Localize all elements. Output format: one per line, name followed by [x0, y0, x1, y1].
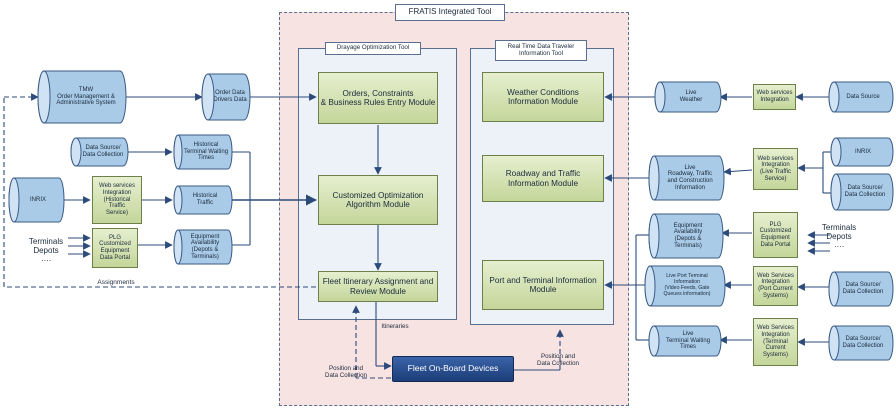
- port-terminal-module: Port and Terminal Information Module: [482, 260, 604, 310]
- inrix-left: INRIX: [29, 196, 46, 203]
- plg-equipment-portal-left: PLG Customized Equipment Data Portal: [92, 228, 138, 268]
- data-source-collection-right-1: Data Source/ Data Collection: [844, 185, 886, 198]
- fleet-onboard-devices: Fleet On-Board Devices: [392, 356, 514, 382]
- web-services-integration-weather: Web services Integration: [753, 84, 796, 110]
- web-services-terminal-systems: Web Services Integration (Terminal Curre…: [753, 318, 798, 366]
- data-source-collection-right-3: Data Source/ Data Collection: [842, 336, 884, 349]
- equipment-availability-left: Equipment Availability (Depots & Termina…: [190, 233, 220, 260]
- cylinder-shapes: [8, 70, 894, 361]
- orders-constraints-module: Orders, Constraints & Business Rules Ent…: [318, 72, 438, 124]
- fleet-itinerary-module: Fleet Itinerary Assignment and Review Mo…: [318, 271, 438, 302]
- plg-equipment-portal-right: PLG Customized Equipment Data Portal: [753, 212, 798, 258]
- position-data-collection-right: Position and Data Collection: [537, 353, 579, 367]
- terminals-depots-left: Terminals Depots ….: [28, 236, 64, 264]
- live-port-terminal-info: Live Port Terminal Information (Video Fe…: [663, 273, 711, 297]
- terminals-depots-right: Terminals Depots ….: [821, 222, 857, 250]
- live-roadway-traffic: Live Roadway, Traffic and Construction I…: [667, 164, 713, 191]
- inrix-right: INRIX: [854, 148, 871, 155]
- position-data-collection-left: Position and Data Collection: [325, 365, 367, 379]
- web-services-port-systems: Web Services Integration (Port Current S…: [753, 266, 798, 306]
- data-source-weather: Data Source: [846, 93, 880, 100]
- web-services-historical-traffic: Web services Integration (Historical Tra…: [92, 176, 142, 224]
- historical-traffic: Historical Traffic: [192, 193, 218, 206]
- weather-conditions-module: Weather Conditions Information Module: [482, 72, 604, 122]
- tmw-system: TMW Order Management & Administrative Sy…: [56, 86, 116, 107]
- roadway-traffic-module: Roadway and Traffic Information Module: [482, 155, 604, 202]
- live-weather: Live Weather: [679, 90, 703, 103]
- itineraries-label: Itineraries: [381, 322, 409, 330]
- order-data-drivers-data: Order Data Drivers Data: [213, 90, 247, 103]
- equipment-availability-right: Equipment Availability (Depots & Termina…: [673, 222, 703, 249]
- realtime-tool-title: Real Time Data Traveler Information Tool: [495, 40, 587, 61]
- optimization-algorithm-module: Customized Optimization Algorithm Module: [318, 175, 438, 225]
- data-source-collection-right-2: Data Source/ Data Collection: [842, 282, 884, 295]
- data-source-collection-left: Data Source/ Data Collection: [82, 145, 124, 158]
- assignments-label: Assignments: [97, 279, 135, 287]
- live-terminal-waiting-times: Live Terminal Waiting Times: [665, 330, 711, 351]
- web-services-live-traffic: Web services Integration (Live Traffic S…: [753, 148, 798, 190]
- fratis-tool-title: FRATIS Integrated Tool: [395, 4, 505, 21]
- historical-terminal-waiting-times: Historical Terminal Waiting Times: [183, 141, 229, 162]
- drayage-tool-title: Drayage Optimization Tool: [325, 42, 421, 55]
